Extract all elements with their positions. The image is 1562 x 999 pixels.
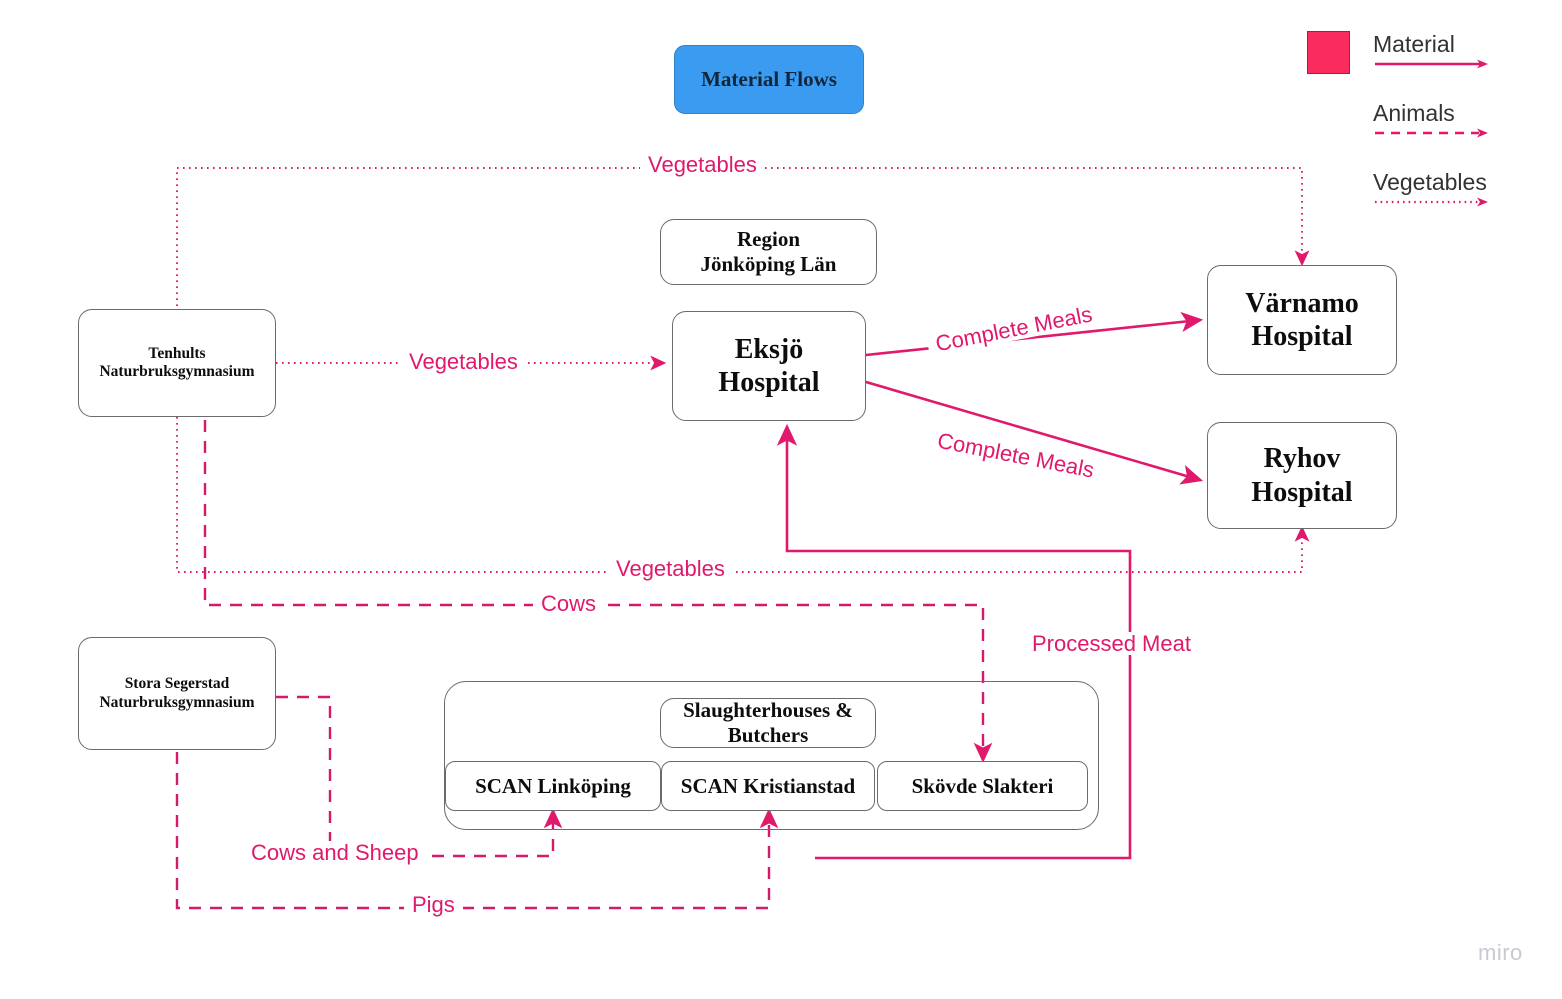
node-slaughterhouses-butchers-header[interactable]: Slaughterhouses & Butchers (660, 698, 876, 748)
node-label-line1: Region (737, 227, 800, 252)
node-scan-linkoping[interactable]: SCAN Linköping (445, 761, 661, 811)
node-scan-kristianstad[interactable]: SCAN Kristianstad (661, 761, 875, 811)
edge-label-complete-meals-varnamo: Complete Meals (925, 300, 1102, 357)
node-label-line1: Tenhults (148, 344, 206, 362)
node-label-line2: Naturbruksgymnasium (99, 693, 255, 711)
node-label-line2: Naturbruksgymnasium (99, 363, 255, 380)
dotted-arrow-icon (1375, 197, 1488, 207)
node-label-line2: Hospital (1251, 476, 1353, 508)
edge-vegetables-ryhov (176, 417, 1310, 573)
solid-arrow-icon (1375, 59, 1488, 69)
node-stora-segerstad-naturbruksgymnasium[interactable]: Stora Segerstad Naturbruksgymnasium (78, 637, 276, 750)
diagram-title: Material Flows (674, 45, 864, 114)
node-tenhults-naturbruksgymnasium[interactable]: Tenhults Naturbruksgymnasium (78, 309, 276, 417)
node-label-line1: Stora Segerstad (124, 675, 230, 693)
legend-label-material: Material (1373, 31, 1455, 57)
edge-label-complete-meals-ryhov: Complete Meals (927, 427, 1104, 484)
node-label-line1: Slaughterhouses & (683, 698, 853, 723)
edge-label-cows-and-sheep: Cows and Sheep (243, 841, 427, 864)
node-ryhov-hospital[interactable]: Ryhov Hospital (1207, 422, 1397, 529)
node-label: SCAN Linköping (475, 773, 631, 798)
edge-label-pigs: Pigs (404, 893, 463, 916)
edge-label-vegetables-top: Vegetables (640, 153, 765, 176)
node-label: Skövde Slakteri (911, 773, 1054, 798)
node-label-line2: Hospital (718, 367, 820, 398)
edge-label-vegetables-bottom: Vegetables (608, 557, 733, 580)
node-region-jonkoping-lan[interactable]: Region Jönköping Län (660, 219, 877, 285)
legend-color-swatch (1307, 31, 1350, 74)
legend-item-animals: Animals (1373, 102, 1543, 139)
node-label-line1: Värnamo (1245, 287, 1359, 319)
legend-item-vegetables: Vegetables (1373, 171, 1543, 208)
edge-label-cows: Cows (533, 592, 605, 615)
legend-item-material: Material (1373, 33, 1543, 70)
group-slaughterhouses-and-butchers[interactable] (444, 681, 1099, 830)
node-label-line1: Ryhov (1263, 443, 1341, 475)
miro-watermark: miro (1478, 940, 1523, 965)
dashed-arrow-icon (1375, 128, 1488, 138)
node-varnamo-hospital[interactable]: Värnamo Hospital (1207, 265, 1397, 375)
node-label-line2: Butchers (727, 723, 809, 747)
node-eksjo-hospital[interactable]: Eksjö Hospital (672, 311, 866, 421)
legend-label-animals: Animals (1373, 100, 1455, 126)
node-skovde-slakteri[interactable]: Skövde Slakteri (877, 761, 1088, 811)
node-label-line2: Hospital (1251, 321, 1353, 352)
node-label-line2: Jönköping Län (700, 252, 837, 276)
node-label-line1: Eksjö (734, 333, 804, 365)
edge-label-vegetables-middle: Vegetables (401, 350, 526, 373)
node-label: SCAN Kristianstad (680, 773, 856, 798)
edge-label-processed-meat: Processed Meat (1024, 632, 1199, 655)
legend-label-vegetables: Vegetables (1373, 169, 1487, 195)
